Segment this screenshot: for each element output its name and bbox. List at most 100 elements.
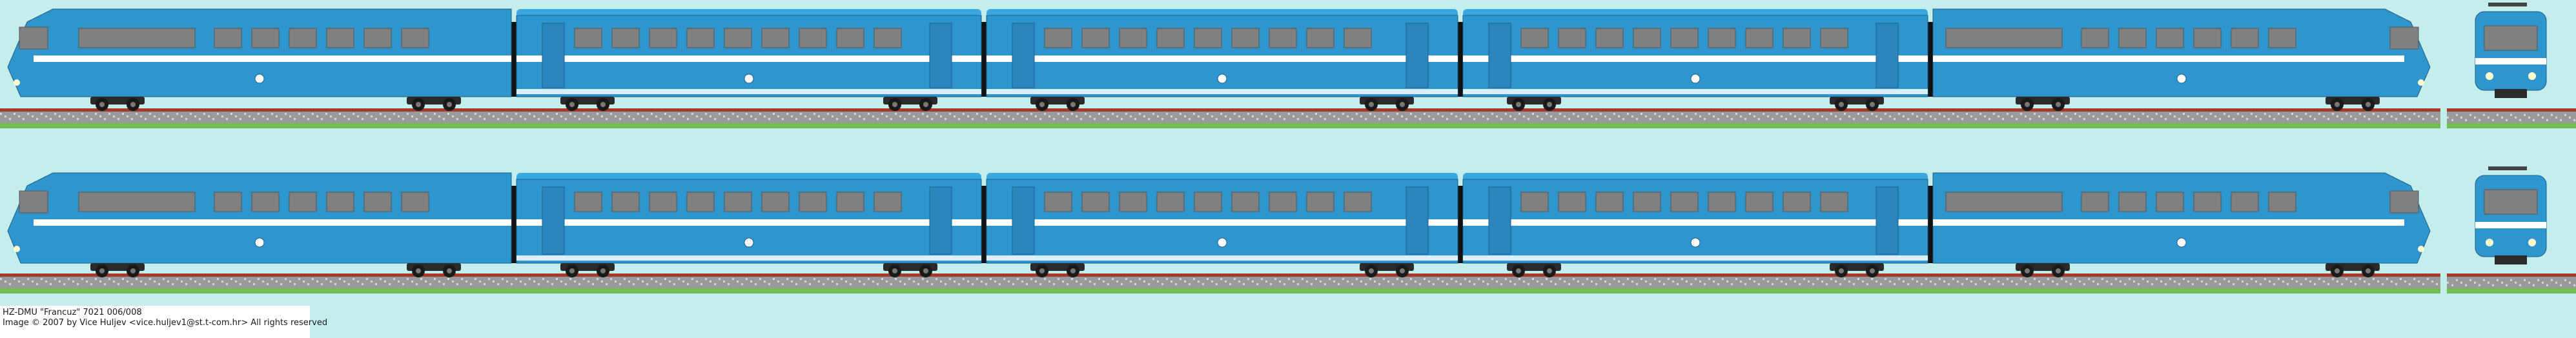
ballast-stone	[2460, 281, 2462, 284]
ballast-stone	[2106, 281, 2108, 283]
ballast-stone	[633, 283, 635, 285]
ballast-stone	[827, 113, 829, 115]
window	[649, 192, 677, 212]
ballast-stone	[1107, 283, 1109, 285]
ballast-stone	[1961, 283, 1963, 285]
ballast-stone	[393, 113, 395, 115]
ballast-stone	[1866, 283, 1868, 285]
ballast-stone	[899, 115, 901, 117]
ballast-stone	[5, 115, 6, 117]
ballast-stone	[1338, 118, 1340, 120]
window	[326, 192, 354, 212]
ballast-stone	[2142, 278, 2144, 280]
ballast-stone	[741, 283, 743, 285]
ballast-stone	[664, 113, 666, 115]
wheel-hub	[1039, 102, 1045, 107]
ballast-stone	[1704, 283, 1706, 285]
ballast-stone	[1152, 113, 1154, 115]
ballast-stone	[407, 113, 409, 115]
ballast-stone	[2413, 278, 2415, 280]
ballast-stone	[1609, 283, 1611, 285]
wheel-hub	[1870, 268, 1875, 273]
bogie-icon	[1830, 97, 1884, 111]
ballast-stone	[1369, 113, 1371, 115]
ballast-stone	[1433, 118, 1435, 120]
ballast-stone	[1672, 281, 1674, 283]
ballast-stone	[316, 115, 318, 117]
ballast-stone	[1157, 281, 1159, 283]
ballast-stone	[1071, 278, 1073, 280]
ballast-stone	[664, 278, 666, 280]
ballast-stone	[1265, 281, 1267, 283]
ballast-stone	[316, 281, 318, 283]
ballast-stone	[615, 115, 617, 117]
ballast-stone	[1763, 278, 1764, 280]
ballast-stone	[1473, 118, 1475, 120]
ballast-stone	[2524, 114, 2526, 116]
ballast-stone	[832, 115, 833, 117]
ballast-stone	[569, 113, 571, 115]
ballast-stone	[1302, 278, 1303, 280]
ballast-stone	[0, 113, 2, 115]
ballast-stone	[872, 115, 874, 117]
window	[1231, 28, 1260, 48]
ballast-stone	[1491, 113, 1493, 115]
ballast-stone	[2228, 281, 2230, 283]
ballast-stone	[416, 283, 418, 285]
ballast-stone	[759, 113, 761, 115]
wheel-hub	[1400, 102, 1405, 107]
ballast-stone	[2092, 115, 2094, 117]
ballast-stone	[1586, 278, 1588, 280]
ballast-stone	[2070, 118, 2072, 120]
caption-title: HZ-DMU "Francuz" 7021 006/008	[3, 308, 142, 317]
ballast-stone	[23, 118, 25, 120]
door	[1406, 186, 1429, 255]
cab-window	[19, 26, 48, 50]
ballast-stone	[1080, 118, 1082, 120]
ballast-stone	[1062, 281, 1064, 283]
ballast-stone	[154, 281, 156, 283]
ballast-stone	[2364, 281, 2366, 283]
window	[1520, 28, 1549, 48]
ballast-stone	[1803, 113, 1805, 115]
ballast-stone	[1663, 118, 1665, 120]
ballast-stone	[2178, 283, 2180, 285]
ballast-stone	[1555, 118, 1557, 120]
ballast-stone	[1085, 113, 1087, 115]
window	[2118, 28, 2147, 48]
ballast-stone	[253, 283, 255, 285]
ballast-stone	[1514, 118, 1516, 120]
ballast-stone	[2120, 281, 2121, 283]
ballast-stone	[823, 118, 824, 120]
window	[2156, 192, 2184, 212]
window	[1670, 28, 1699, 48]
ballast-stone	[1790, 113, 1792, 115]
ballast-stone	[2133, 115, 2135, 117]
ballast-stone	[2097, 118, 2099, 120]
ballast-stone	[624, 278, 626, 280]
train-row-bottom	[511, 186, 1933, 263]
window	[1156, 28, 1185, 48]
ballast-stone	[2436, 118, 2438, 120]
ballast-stone	[777, 281, 779, 283]
ballast-stone	[1342, 113, 1344, 115]
ballast-stone	[1568, 118, 1570, 120]
ballast-stone	[1668, 278, 1670, 280]
ballast-stone	[456, 118, 458, 120]
ballast-stone	[588, 281, 589, 283]
ballast-stone	[1116, 281, 1118, 283]
ballast-stone	[1360, 115, 1362, 117]
ballast-stone	[339, 113, 341, 115]
window	[1119, 28, 1147, 48]
ballast-stone	[1699, 115, 1701, 117]
ballast-stone	[1035, 115, 1037, 117]
ballast-stone	[1017, 278, 1019, 280]
ballast-stone	[95, 113, 97, 115]
ballast-stone	[1021, 115, 1023, 117]
ballast-stone	[1252, 115, 1254, 117]
ballast-stone	[1912, 278, 1914, 280]
wheel-hub	[2056, 102, 2061, 107]
ballast-stone	[1686, 281, 1688, 283]
ballast-stone	[2278, 113, 2280, 115]
window	[1820, 28, 1848, 48]
